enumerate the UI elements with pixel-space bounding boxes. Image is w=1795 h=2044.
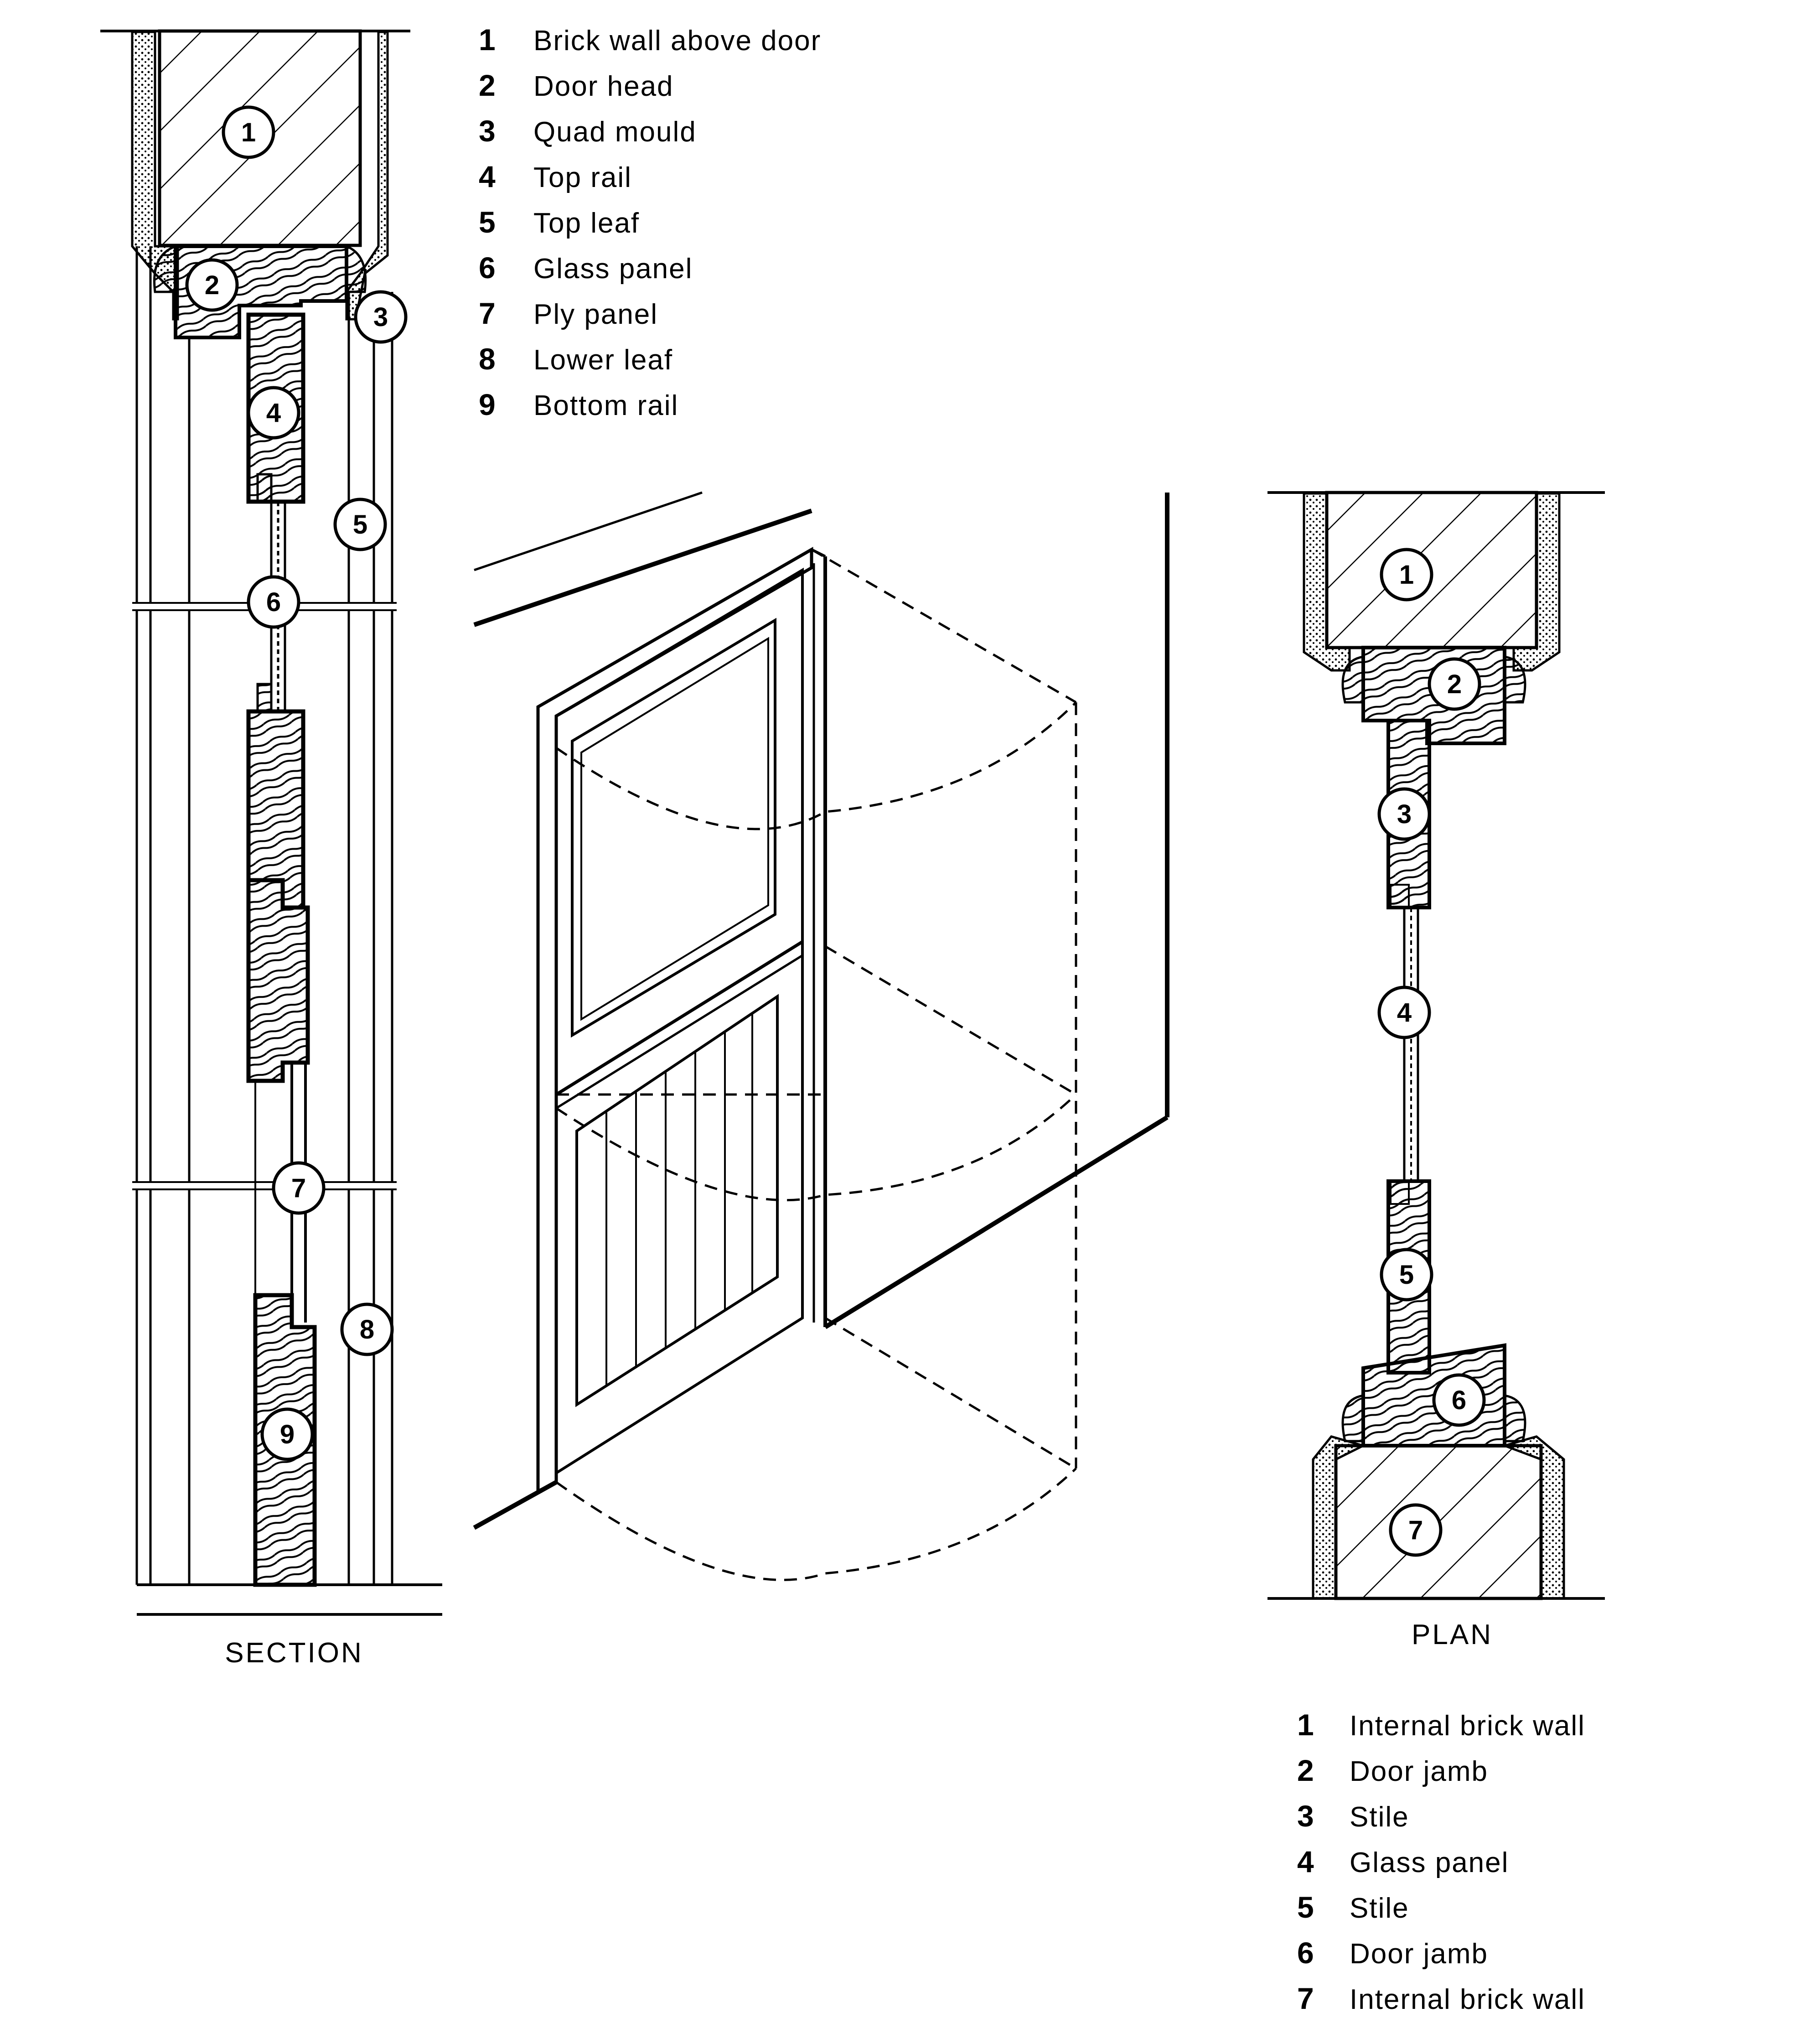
svg-text:Internal brick wall: Internal brick wall — [1350, 1984, 1585, 2015]
svg-text:4: 4 — [266, 398, 281, 428]
svg-text:2: 2 — [205, 270, 219, 300]
isometric-door — [473, 491, 1169, 1581]
svg-text:5: 5 — [1399, 1260, 1414, 1290]
svg-text:Stile: Stile — [1350, 1893, 1409, 1924]
plan-callout-1: 1 — [1380, 548, 1433, 602]
plan-callout-3: 3 — [1377, 787, 1431, 841]
svg-text:Glass panel: Glass panel — [1350, 1847, 1509, 1878]
svg-text:7: 7 — [291, 1173, 306, 1203]
svg-text:Quad mould: Quad mould — [533, 116, 697, 148]
svg-text:4: 4 — [1397, 998, 1412, 1027]
svg-text:9: 9 — [280, 1420, 295, 1449]
svg-text:7: 7 — [1297, 1982, 1314, 2015]
svg-text:3: 3 — [479, 114, 496, 148]
svg-text:Ply panel: Ply panel — [533, 299, 658, 330]
plan-callouts: 1 2 3 4 5 6 7 — [1377, 548, 1486, 1557]
plan-callout-2: 2 — [1428, 657, 1481, 711]
svg-text:9: 9 — [479, 388, 496, 421]
svg-text:2: 2 — [479, 68, 496, 102]
svg-text:Top rail: Top rail — [533, 162, 632, 193]
svg-text:1: 1 — [241, 118, 256, 147]
svg-text:Door jamb: Door jamb — [1350, 1756, 1488, 1787]
svg-text:3: 3 — [1397, 799, 1412, 829]
svg-text:4: 4 — [479, 160, 496, 193]
plan-caption: PLAN — [1412, 1619, 1493, 1650]
svg-text:Brick wall above door: Brick wall above door — [533, 25, 821, 57]
section-callout-2: 2 — [185, 258, 239, 312]
svg-text:6: 6 — [479, 251, 496, 285]
section-drawing — [100, 29, 442, 1616]
svg-text:Glass panel: Glass panel — [533, 253, 693, 285]
section-callout-4: 4 — [247, 386, 300, 440]
svg-text:8: 8 — [479, 342, 496, 376]
iso-ply-panel — [575, 994, 779, 1407]
svg-text:1: 1 — [1297, 1708, 1314, 1742]
svg-text:6: 6 — [266, 587, 281, 617]
svg-text:5: 5 — [479, 205, 496, 239]
svg-text:Door head: Door head — [533, 71, 674, 102]
svg-text:Top leaf: Top leaf — [533, 208, 640, 239]
section-callout-6: 6 — [247, 575, 300, 629]
svg-text:Door jamb: Door jamb — [1350, 1938, 1488, 1970]
section-callout-5: 5 — [333, 498, 387, 551]
plan-callout-5: 5 — [1380, 1248, 1433, 1302]
svg-text:6: 6 — [1452, 1385, 1466, 1415]
svg-text:3: 3 — [1297, 1799, 1314, 1833]
section-legend: 1 Brick wall above door 2 Door head 3 Qu… — [479, 23, 821, 421]
svg-text:6: 6 — [1297, 1936, 1314, 1970]
section-callout-3: 3 — [354, 290, 408, 344]
svg-text:Lower leaf: Lower leaf — [533, 344, 673, 376]
plan-legend: 1 Internal brick wall 2 Door jamb 3 Stil… — [1297, 1708, 1585, 2015]
svg-text:7: 7 — [479, 296, 496, 330]
svg-text:1: 1 — [479, 23, 496, 57]
svg-text:Bottom rail: Bottom rail — [533, 390, 678, 421]
svg-text:Internal brick wall: Internal brick wall — [1350, 1710, 1585, 1742]
svg-text:5: 5 — [353, 510, 367, 540]
svg-text:5: 5 — [1297, 1890, 1314, 1924]
plan-callout-4: 4 — [1377, 986, 1431, 1039]
section-callouts: 1 2 3 4 5 6 7 8 — [185, 105, 408, 1461]
iso-glass-panel — [571, 617, 776, 1038]
section-caption: SECTION — [225, 1637, 363, 1669]
svg-text:2: 2 — [1447, 669, 1462, 699]
section-callout-9: 9 — [260, 1407, 314, 1461]
svg-text:1: 1 — [1399, 560, 1414, 590]
section-callout-1: 1 — [222, 105, 275, 159]
svg-text:3: 3 — [373, 302, 388, 332]
section-callout-8: 8 — [340, 1302, 394, 1356]
svg-text:2: 2 — [1297, 1753, 1314, 1787]
plan-drawing — [1267, 491, 1605, 1600]
svg-text:7: 7 — [1408, 1515, 1423, 1545]
svg-text:8: 8 — [360, 1315, 374, 1344]
plan-callout-6: 6 — [1432, 1373, 1486, 1427]
svg-text:Stile: Stile — [1350, 1801, 1409, 1833]
plan-callout-7: 7 — [1389, 1503, 1443, 1557]
section-callout-7: 7 — [272, 1161, 326, 1215]
svg-text:4: 4 — [1297, 1845, 1314, 1878]
